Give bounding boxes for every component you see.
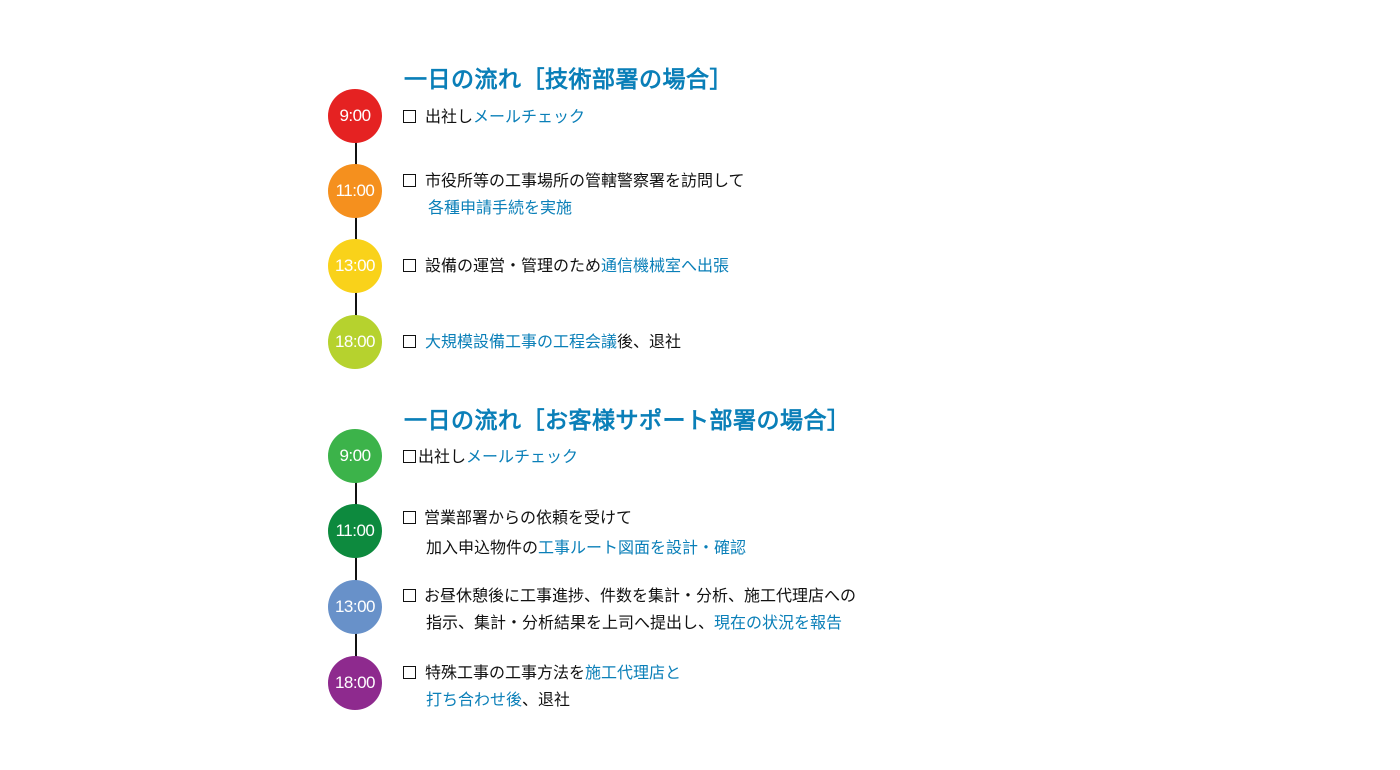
item-line: 市役所等の工事場所の管轄警察署を訪問して — [403, 167, 745, 194]
checkbox-icon — [403, 174, 416, 187]
checkbox-icon — [403, 335, 416, 348]
checkbox-icon — [403, 259, 416, 272]
time-badge: 11:00 — [328, 504, 382, 558]
item-line: 加入申込物件の工事ルート図面を設計・確認 — [403, 534, 746, 561]
item-line: 出社しメールチェック — [403, 103, 585, 130]
item-line: 設備の運営・管理のため通信機械室へ出張 — [403, 252, 729, 279]
item-line: 特殊工事の工事方法を施工代理店と — [403, 659, 681, 686]
checkbox-icon — [403, 666, 416, 679]
time-badge: 18:00 — [328, 656, 382, 710]
checkbox-icon — [403, 110, 416, 123]
item-line: 大規模設備工事の工程会議後、退社 — [403, 328, 681, 355]
item-text: 営業部署からの依頼を受けて — [424, 508, 633, 527]
item-line: 打ち合わせ後、退社 — [403, 686, 681, 713]
item-text-highlight: 施工代理店と — [585, 663, 682, 682]
schedule-item: 市役所等の工事場所の管轄警察署を訪問して 各種申請手続を実施 — [403, 167, 745, 221]
item-line: 指示、集計・分析結果を上司へ提出し、現在の状況を報告 — [403, 609, 856, 636]
item-text: 出社し — [425, 107, 474, 126]
item-text: 特殊工事の工事方法を — [425, 663, 586, 682]
checkbox-icon — [403, 511, 416, 524]
item-text-highlight: 各種申請手続を実施 — [428, 198, 573, 217]
item-text: 後、退社 — [617, 332, 682, 351]
time-badge: 9:00 — [328, 429, 382, 483]
item-line: 各種申請手続を実施 — [403, 194, 745, 221]
timeline-line — [355, 115, 357, 340]
schedule-item: 出社しメールチェック — [403, 443, 578, 470]
section-title: 一日の流れ［技術部署の場合］ — [404, 67, 733, 93]
item-text-highlight: メールチェック — [466, 447, 579, 466]
time-badge: 18:00 — [328, 315, 382, 369]
item-text: 出社し — [418, 447, 467, 466]
item-text: 市役所等の工事場所の管轄警察署を訪問して — [425, 171, 745, 190]
schedule-item: 営業部署からの依頼を受けて 加入申込物件の工事ルート図面を設計・確認 — [403, 504, 746, 561]
item-line: 出社しメールチェック — [403, 443, 578, 470]
time-badge: 13:00 — [328, 239, 382, 293]
item-text: 設備の運営・管理のため — [425, 256, 602, 275]
timeline-line — [355, 456, 357, 682]
checkbox-icon — [403, 450, 416, 463]
item-text-highlight: 大規模設備工事の工程会議 — [425, 332, 618, 351]
time-badge: 9:00 — [328, 89, 382, 143]
time-badge: 11:00 — [328, 164, 382, 218]
section-title: 一日の流れ［お客様サポート部署の場合］ — [404, 408, 851, 434]
item-line: お昼休憩後に工事進捗、件数を集計・分析、施工代理店への — [403, 582, 856, 609]
schedule-item: 特殊工事の工事方法を施工代理店と 打ち合わせ後、退社 — [403, 659, 681, 713]
item-text: お昼休憩後に工事進捗、件数を集計・分析、施工代理店への — [424, 586, 857, 605]
time-badge: 13:00 — [328, 580, 382, 634]
item-line: 営業部署からの依頼を受けて — [403, 504, 746, 534]
schedule-item: お昼休憩後に工事進捗、件数を集計・分析、施工代理店への 指示、集計・分析結果を上… — [403, 582, 856, 636]
item-text-highlight: 打ち合わせ後 — [426, 690, 523, 709]
item-text-highlight: メールチェック — [473, 107, 586, 126]
item-text: 、退社 — [522, 690, 571, 709]
checkbox-icon — [403, 589, 416, 602]
schedule-item: 出社しメールチェック — [403, 103, 585, 130]
item-text: 加入申込物件の — [426, 538, 539, 557]
schedule-item: 設備の運営・管理のため通信機械室へ出張 — [403, 252, 729, 279]
item-text-highlight: 現在の状況を報告 — [714, 613, 843, 632]
item-text-highlight: 通信機械室へ出張 — [601, 256, 730, 275]
item-text-highlight: 工事ルート図面を設計・確認 — [538, 538, 747, 557]
schedule-item: 大規模設備工事の工程会議後、退社 — [403, 328, 681, 355]
item-text: 指示、集計・分析結果を上司へ提出し、 — [426, 613, 715, 632]
